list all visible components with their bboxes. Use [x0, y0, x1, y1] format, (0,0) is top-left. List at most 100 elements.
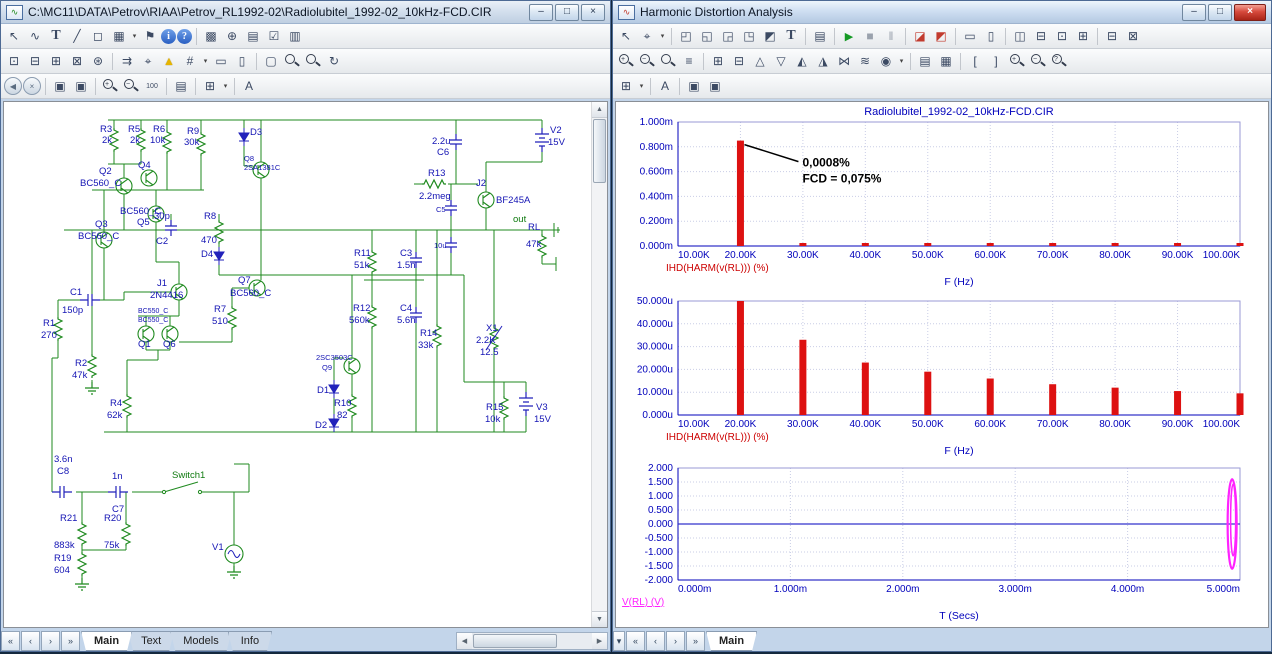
- minimize-button[interactable]: –: [529, 4, 553, 21]
- node-numbers-toggle[interactable]: ⊡: [4, 51, 24, 71]
- nav-button-2[interactable]: ›: [666, 631, 685, 651]
- refresh-view[interactable]: ↻: [324, 51, 344, 71]
- warning-marker[interactable]: ▲: [159, 51, 179, 71]
- harmonic-distortion-plot-2[interactable]: 10.00K20.00K30.00K40.00K50.00K60.00K70.0…: [616, 293, 1266, 457]
- cursor-mode-dropdown[interactable]: ▾: [658, 26, 667, 46]
- minor-grid-down-toggle[interactable]: ▽: [771, 51, 791, 71]
- cursor-right-bracket[interactable]: ]: [986, 51, 1006, 71]
- tile-vertical-button[interactable]: ◫: [1010, 26, 1030, 46]
- picture-mode[interactable]: ▦: [109, 26, 129, 46]
- analysis-limits-button[interactable]: ◪: [910, 26, 930, 46]
- maximize-plot-button[interactable]: ⊞: [1073, 26, 1093, 46]
- nav-button-2[interactable]: ›: [41, 631, 60, 651]
- scroll-down-arrow[interactable]: ▼: [592, 611, 607, 627]
- resistor-R21[interactable]: [78, 522, 86, 546]
- snapshot-camera[interactable]: ▤: [171, 76, 191, 96]
- search-tool[interactable]: [282, 51, 302, 71]
- component-link-mode[interactable]: ⊕: [222, 26, 242, 46]
- watch-window-button[interactable]: ▦: [936, 51, 956, 71]
- numeric-output-button[interactable]: ▭: [960, 26, 980, 46]
- text-mode[interactable]: T: [781, 26, 801, 46]
- battery-V2[interactable]: [535, 128, 549, 152]
- zoom-help-cursor[interactable]: ?: [1049, 51, 1069, 71]
- vertical-grid-toggle[interactable]: ⊟: [729, 51, 749, 71]
- grid-select-dropdown[interactable]: ▾: [221, 76, 230, 96]
- current-display-toggle[interactable]: ⊞: [46, 51, 66, 71]
- state-variables-button[interactable]: ▯: [981, 26, 1001, 46]
- capacitor-C8[interactable]: [52, 486, 72, 498]
- copy-visible[interactable]: ▣: [71, 76, 91, 96]
- flag-mode[interactable]: ⚑: [140, 26, 160, 46]
- performance-tag-mode[interactable]: ◩: [760, 26, 780, 46]
- maximize-button[interactable]: □: [1208, 4, 1232, 21]
- go-to-branch[interactable]: ⋈: [834, 51, 854, 71]
- horizontal-grid-toggle[interactable]: ⊞: [708, 51, 728, 71]
- thumbnail-button[interactable]: ⊟: [1102, 26, 1122, 46]
- cursor-left-bracket[interactable]: [: [965, 51, 985, 71]
- select-tool[interactable]: ↖: [4, 26, 24, 46]
- scroll-up-arrow[interactable]: ▲: [592, 102, 607, 118]
- tile-horizontal-button[interactable]: ⊟: [1031, 26, 1051, 46]
- minor-grid-up-toggle[interactable]: △: [750, 51, 770, 71]
- sheet-list[interactable]: ▤: [243, 26, 263, 46]
- zoom-in-cursor[interactable]: +: [1007, 51, 1027, 71]
- waveform-buffer[interactable]: ≋: [855, 51, 875, 71]
- plot-area[interactable]: Radiolubitel_1992-02_10kHz-FCD.CIR10.00K…: [615, 101, 1269, 628]
- font-tool[interactable]: A: [655, 76, 675, 96]
- pause-button[interactable]: ‖: [881, 26, 901, 46]
- zoom-out-button[interactable]: −: [121, 76, 141, 96]
- resistor-R20[interactable]: [122, 522, 130, 546]
- border-toggle[interactable]: ▭: [211, 51, 231, 71]
- run-button[interactable]: ▶: [839, 26, 859, 46]
- zoom-out-button[interactable]: −: [637, 51, 657, 71]
- edit-document[interactable]: ▥: [285, 26, 305, 46]
- tab-info[interactable]: Info: [228, 631, 272, 651]
- help-mode[interactable]: ?: [177, 29, 192, 44]
- stepping-button[interactable]: ◩: [931, 26, 951, 46]
- capacitor-C5[interactable]: [445, 200, 457, 216]
- cross-hair-cursor[interactable]: ⌖: [138, 51, 158, 71]
- horizontal-scrollbar[interactable]: ◀ ▶: [456, 632, 608, 650]
- scroll-right-arrow[interactable]: ▶: [592, 633, 607, 649]
- capacitor-C2[interactable]: [165, 220, 177, 236]
- schematic-titlebar[interactable]: ∿ C:\MC11\DATA\Petrov\RIAA\Petrov_RL1992…: [1, 1, 610, 24]
- capacitor-10u[interactable]: [445, 237, 457, 253]
- grid-dropdown[interactable]: ▾: [201, 51, 210, 71]
- picture-dropdown[interactable]: ▾: [130, 26, 139, 46]
- nav-button-1[interactable]: ‹: [21, 631, 40, 651]
- diode-D1[interactable]: [329, 380, 339, 398]
- schematic-drawing[interactable]: R32kR52kR610kR930kD3V215V2.2uC6Q82SA1381…: [4, 102, 592, 626]
- panel-button[interactable]: ⊠: [1123, 26, 1143, 46]
- wire-mode[interactable]: ∿: [25, 26, 45, 46]
- stop-nav-button[interactable]: ×: [23, 77, 41, 95]
- zoom-in-button[interactable]: +: [100, 76, 120, 96]
- nav-button-1[interactable]: ‹: [646, 631, 665, 651]
- tab-main[interactable]: Main: [706, 631, 757, 651]
- nav-button-0[interactable]: «: [1, 631, 20, 651]
- vertical-scrollbar[interactable]: ▲ ▼: [591, 102, 607, 627]
- overlap-plots-button[interactable]: ⊡: [1052, 26, 1072, 46]
- resistor-R13[interactable]: [422, 180, 446, 188]
- grid-select-dropdown[interactable]: ▾: [637, 76, 646, 96]
- harmonic-distortion-plot-1[interactable]: Radiolubitel_1992-02_10kHz-FCD.CIR10.00K…: [616, 104, 1266, 288]
- diode-D4[interactable]: [214, 247, 224, 265]
- font-tool[interactable]: A: [239, 76, 259, 96]
- properties-button[interactable]: ▤: [810, 26, 830, 46]
- graphics-mode[interactable]: ◻: [88, 26, 108, 46]
- condition-display-toggle[interactable]: ⊛: [88, 51, 108, 71]
- scroll-left-arrow[interactable]: ◀: [457, 633, 472, 649]
- diode-D3[interactable]: [239, 128, 249, 146]
- power-display-toggle[interactable]: ⊠: [67, 51, 87, 71]
- splitter-handle[interactable]: ▾: [613, 631, 625, 651]
- nav-button-3[interactable]: »: [686, 631, 705, 651]
- transient-waveform-plot[interactable]: 0.000m1.000m2.000m3.000m4.000m5.000m2.00…: [616, 462, 1266, 624]
- scroll-track[interactable]: [558, 633, 592, 649]
- point-tag-mode[interactable]: ◱: [697, 26, 717, 46]
- title-block-toggle[interactable]: ▯: [232, 51, 252, 71]
- pin-connections-toggle[interactable]: ⇉: [117, 51, 137, 71]
- analysis-titlebar[interactable]: ∿ Harmonic Distortion Analysis –□×: [613, 1, 1271, 24]
- resistor-R4[interactable]: [123, 394, 131, 418]
- numeric-list-button[interactable]: ▤: [915, 51, 935, 71]
- zoom-scale-button[interactable]: 100: [142, 76, 162, 96]
- tab-text[interactable]: Text: [128, 631, 174, 651]
